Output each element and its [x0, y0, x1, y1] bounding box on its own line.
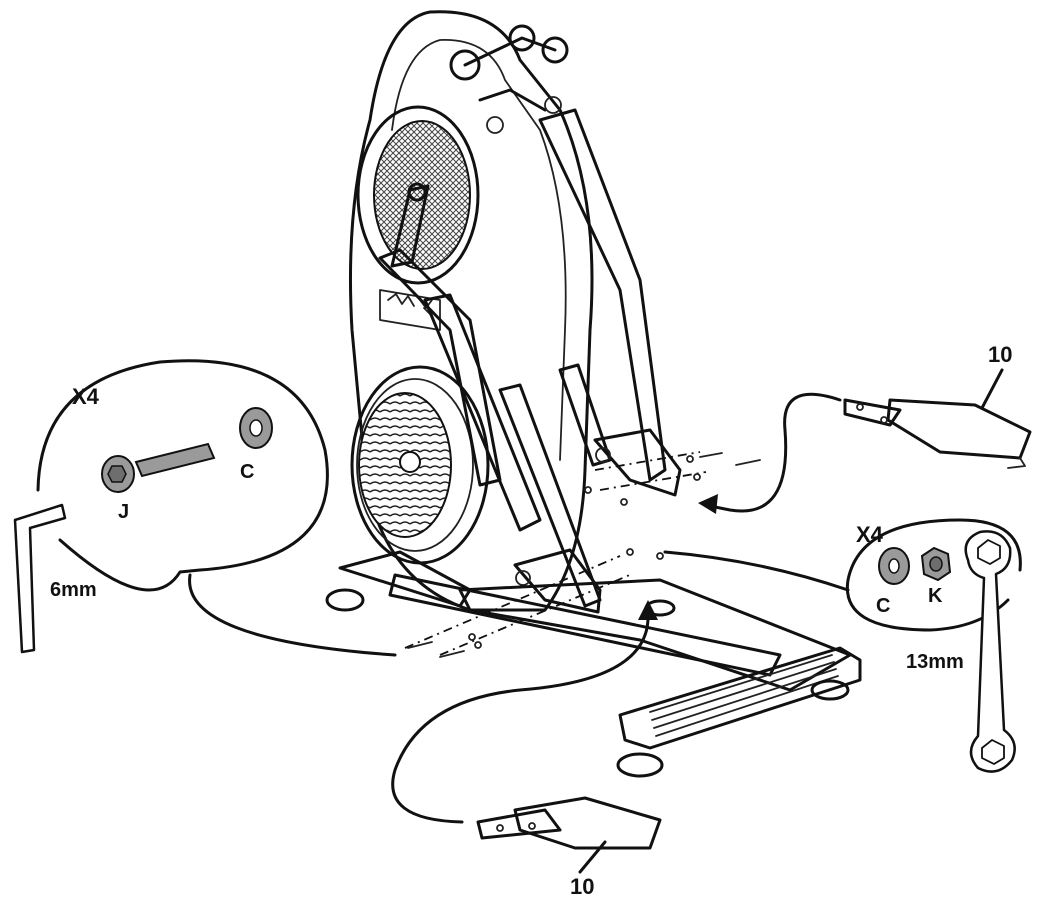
alignment-line-upper [594, 451, 707, 491]
base-stabilizer [388, 573, 782, 677]
left-lower-arm [498, 383, 602, 608]
arrow-upper-pedal [703, 392, 842, 513]
left-handle-arm [423, 293, 542, 532]
nut-k-label: K [928, 585, 943, 607]
upright-shell [348, 10, 594, 612]
arrow-upper-head [698, 494, 718, 514]
arrow-lower-pedal [391, 613, 650, 824]
arrow-lower-head [638, 600, 658, 620]
base-rear-crossbar [618, 646, 862, 750]
pedal-bottom [476, 796, 662, 850]
rear-crossbar-grip [649, 654, 839, 737]
qty-label-left: X4 [72, 384, 100, 409]
upper-crank-hub [407, 182, 427, 202]
pedal-bracket-left [513, 548, 602, 614]
pedal-bracket-right [593, 428, 682, 497]
allen-key-icon [13, 503, 67, 654]
upper-fan-housing [356, 105, 480, 285]
left-callout-bubble [36, 359, 329, 592]
right-lower-arm [558, 363, 612, 467]
right-handle-arm [538, 108, 667, 482]
wrench-size-label: 13mm [906, 651, 964, 673]
hex-nut-icon [920, 546, 952, 582]
socket-head-bolt-icon [101, 442, 216, 493]
lower-fan-rim [356, 378, 474, 552]
base-center-rail [458, 578, 852, 692]
top-linkage [449, 24, 569, 134]
combination-wrench-icon [964, 530, 1016, 773]
washer-c-right-label: C [876, 595, 890, 617]
leader-left-kit [188, 573, 397, 657]
part-10-bottom-label: 10 [570, 874, 594, 898]
qty-label-right: X4 [856, 522, 884, 547]
pedal-top [843, 398, 1032, 469]
alignment-line-lower [404, 555, 633, 656]
leader-right-kit [663, 550, 850, 592]
right-callout-bubble [845, 518, 1022, 632]
right-hardware-callout: X4 C K [845, 518, 1022, 632]
lower-fan-hub [399, 451, 421, 473]
flat-washer-icon [878, 547, 910, 585]
leader-part-10-bottom [578, 840, 607, 874]
lower-bolt-set [407, 548, 664, 658]
left-foot-link [378, 248, 502, 487]
left-hardware-callout: X4 J C [36, 359, 329, 592]
upper-bolt-set [584, 452, 761, 506]
washer-c-left-label: C [240, 461, 254, 483]
flat-washer-icon [239, 407, 273, 449]
elliptical-machine [325, 10, 862, 778]
upper-fan-grille [373, 120, 471, 270]
hex-key-size-label: 6mm [50, 579, 97, 601]
part-10-top-label: 10 [988, 342, 1012, 367]
leader-part-10-top [980, 368, 1004, 410]
upright-inner-edge [391, 39, 567, 461]
bolt-j-label: J [118, 501, 129, 523]
